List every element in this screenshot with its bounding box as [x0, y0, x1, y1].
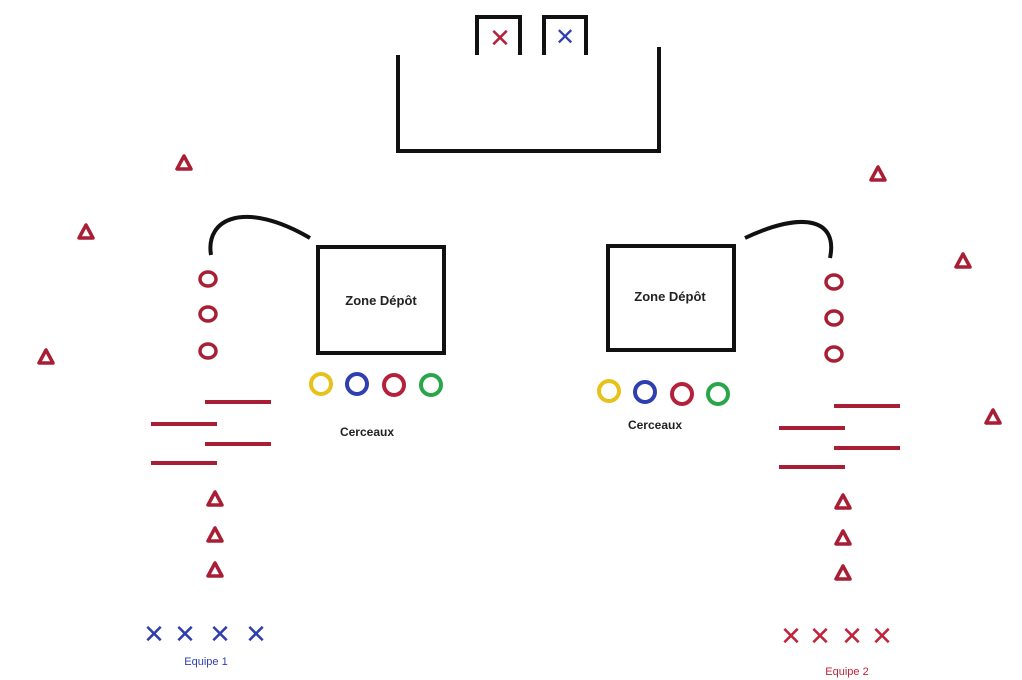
- goal-box-blue: ✕: [542, 15, 588, 55]
- player-x-icon: ✕: [809, 622, 831, 652]
- zone-depot-box-left: [316, 245, 446, 355]
- goal-box-red: ✕: [475, 15, 522, 55]
- zone-depot-label-right: Zone Dépôt: [634, 289, 706, 304]
- marker-circle-icon: [824, 345, 844, 363]
- cone-icon: [984, 408, 1002, 425]
- yellow-hoop-icon: [597, 379, 621, 403]
- green-hoop-icon: [706, 382, 730, 406]
- cone-icon: [206, 526, 224, 543]
- team1-label: Equipe 1: [184, 656, 227, 668]
- marker-circle-icon: [198, 270, 218, 288]
- marker-circle-icon: [198, 342, 218, 360]
- player-x-icon: ✕: [245, 620, 267, 650]
- zone-depot-box-right: [606, 244, 736, 352]
- cone-icon: [37, 348, 55, 365]
- player-x-icon: ✕: [871, 622, 893, 652]
- goal-frame: [396, 47, 661, 153]
- right-curve: [744, 220, 834, 259]
- cone-icon: [206, 561, 224, 578]
- player-x-icon: ✕: [174, 620, 196, 650]
- player-x-icon: ✕: [780, 622, 802, 652]
- cerceaux-label-left: Cerceaux: [340, 425, 394, 439]
- cone-icon: [206, 490, 224, 507]
- player-x-icon: ✕: [841, 622, 863, 652]
- marker-circle-icon: [824, 309, 844, 327]
- yellow-hoop-icon: [309, 372, 333, 396]
- blue-hoop-icon: [633, 380, 657, 404]
- red-hoop-icon: [382, 373, 406, 397]
- player-x-icon: ✕: [209, 620, 231, 650]
- left-curve: [208, 214, 312, 256]
- top-goal: [396, 47, 661, 153]
- red-hoop-icon: [670, 382, 694, 406]
- marker-circle-icon: [198, 305, 218, 323]
- cone-icon: [834, 493, 852, 510]
- zone-depot-label-left: Zone Dépôt: [345, 293, 417, 308]
- scattered-cones: [37, 154, 1002, 425]
- left-lane: ✕ ✕ ✕ ✕: [143, 214, 446, 650]
- red-x-icon: ✕: [489, 24, 511, 54]
- cone-icon: [869, 165, 887, 182]
- cone-icon: [954, 252, 972, 269]
- team2-label: Equipe 2: [825, 666, 868, 678]
- player-x-icon: ✕: [143, 620, 165, 650]
- cone-icon: [834, 564, 852, 581]
- cerceaux-label-right: Cerceaux: [628, 418, 682, 432]
- green-hoop-icon: [419, 373, 443, 397]
- blue-x-icon: ✕: [555, 23, 575, 51]
- right-lane: ✕ ✕ ✕ ✕: [597, 220, 900, 652]
- cone-icon: [77, 223, 95, 240]
- cone-icon: [175, 154, 193, 171]
- marker-circle-icon: [824, 273, 844, 291]
- cone-icon: [834, 529, 852, 546]
- blue-hoop-icon: [345, 372, 369, 396]
